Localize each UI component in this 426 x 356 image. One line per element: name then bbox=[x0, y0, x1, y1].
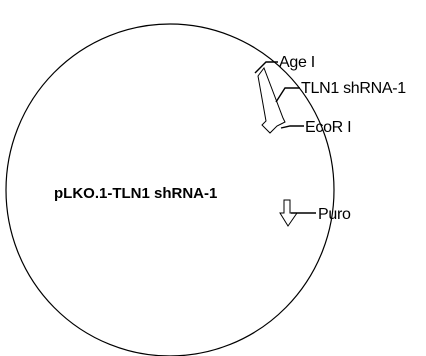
tln1-shrna-leader bbox=[275, 87, 300, 103]
ecor-i-leader bbox=[280, 125, 304, 129]
plasmid-name: pLKO.1-TLN1 shRNA-1 bbox=[54, 185, 217, 202]
plasmid-backbone-circle bbox=[5, 23, 335, 356]
age-i-label: Age I bbox=[279, 54, 315, 71]
ecor-i-label: EcoR I bbox=[305, 119, 351, 136]
puro-label: Puro bbox=[318, 206, 351, 223]
tln1-shrna-arrow bbox=[257, 66, 286, 134]
age-i-leader bbox=[254, 61, 278, 74]
tln1-shrna-label: TLN1 shRNA-1 bbox=[301, 80, 406, 97]
puro-arrow bbox=[279, 199, 298, 227]
